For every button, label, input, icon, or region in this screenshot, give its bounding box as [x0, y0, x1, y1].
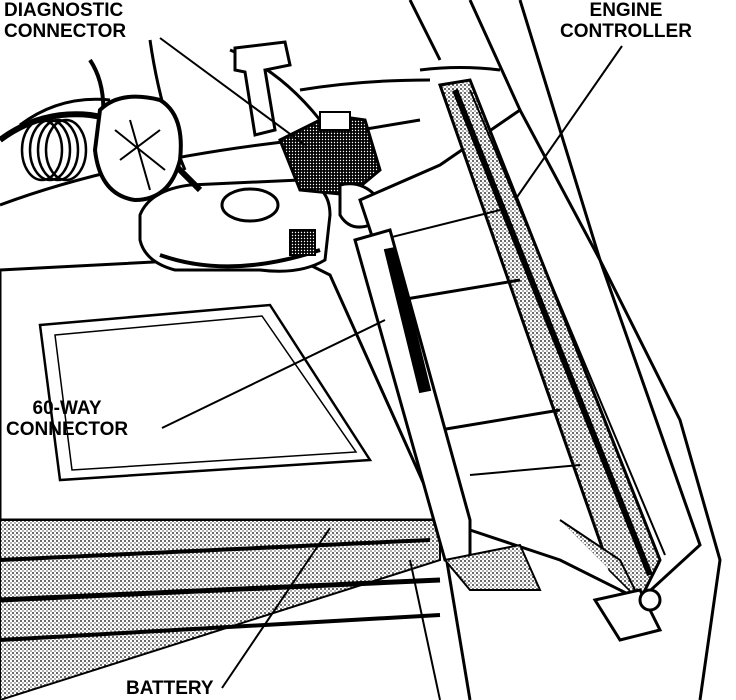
battery-label-plate — [38, 303, 373, 482]
label-diagnostic-line1: DIAGNOSTIC — [4, 0, 124, 21]
label-60-way-line1: 60-WAY — [32, 398, 102, 419]
leader-engine-controller — [514, 45, 623, 201]
leader-battery — [221, 527, 331, 689]
label-60-way-line2: CONNECTOR — [6, 419, 129, 440]
battery-clamp — [138, 178, 332, 273]
label-diagnostic-connector: DIAGNOSTIC CONNECTOR — [4, 0, 126, 42]
label-engine-controller: ENGINE CONTROLLER — [560, 0, 692, 42]
mounting-bracket — [233, 40, 377, 229]
label-battery-text: BATTERY — [126, 678, 214, 699]
sensor-assembly — [92, 94, 183, 203]
label-diagnostic-line2: CONNECTOR — [4, 21, 127, 42]
label-engine-controller-line1: ENGINE — [589, 0, 663, 21]
label-engine-controller-line2: CONTROLLER — [560, 21, 692, 42]
leader-diagnostic — [159, 37, 306, 146]
label-battery: BATTERY — [126, 678, 214, 699]
leader-lines — [159, 37, 623, 689]
engine-controller-module — [358, 78, 702, 642]
coiled-cable — [20, 118, 88, 182]
diagnostic-connector — [278, 111, 382, 197]
leader-60-way — [161, 319, 386, 429]
label-60-way-connector: 60-WAY CONNECTOR — [6, 398, 128, 440]
sixty-way-connector-part — [353, 228, 542, 591]
battery — [0, 253, 472, 700]
